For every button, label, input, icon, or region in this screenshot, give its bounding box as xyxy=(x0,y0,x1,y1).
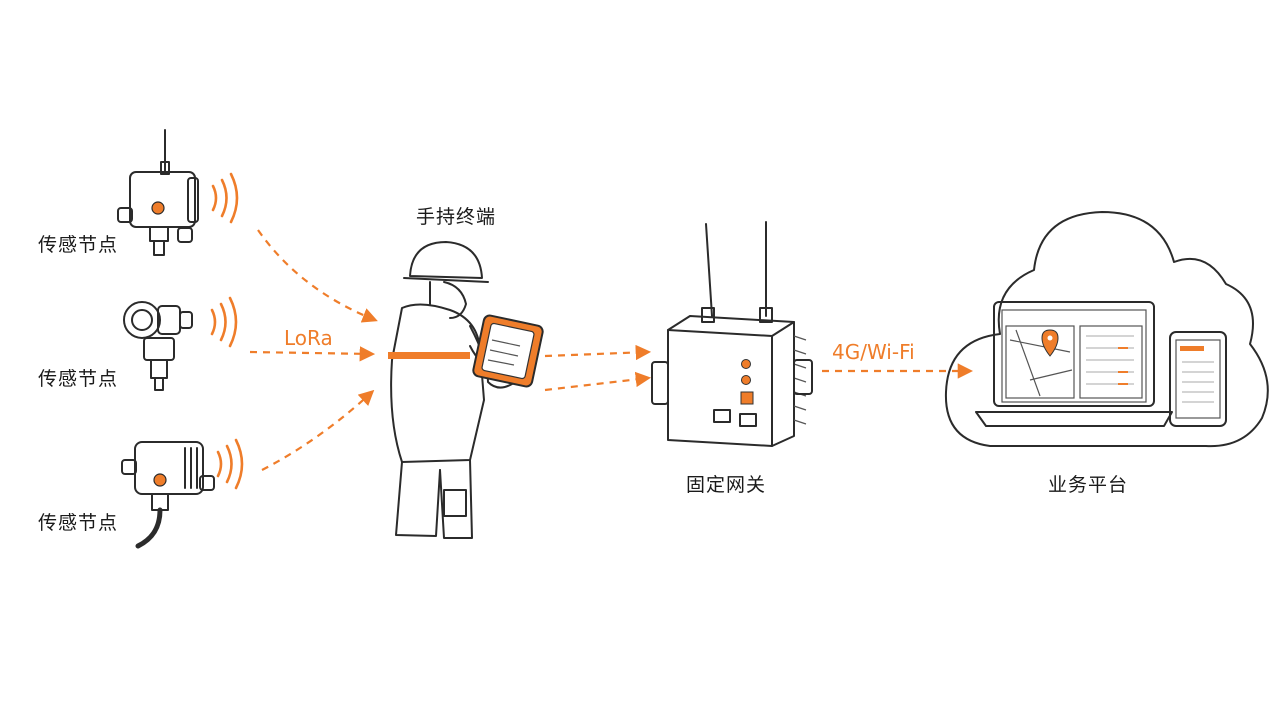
lora-link-3 xyxy=(261,389,375,471)
sensor-node-2-label: 传感节点 xyxy=(38,368,119,390)
sensor-node-1-label: 传感节点 xyxy=(38,234,119,256)
lora-link-1 xyxy=(257,229,378,323)
gateway-platform-link-label: 4G/Wi-Fi xyxy=(832,340,915,364)
handheld-to-gateway-link-1 xyxy=(544,344,652,361)
gateway-label: 固定网关 xyxy=(686,474,767,496)
handheld-worker-icon xyxy=(388,241,544,539)
laptop-icon xyxy=(975,301,1173,427)
sensor-node-2-signal-icon xyxy=(210,296,238,348)
sensor-node-1-icon xyxy=(117,129,199,256)
sensor-node-3-signal-icon xyxy=(216,438,244,490)
gateway-icon xyxy=(651,221,813,447)
sensor-node-3-icon xyxy=(121,441,215,549)
sensor-node-1-signal-icon xyxy=(211,172,239,224)
phone-icon xyxy=(1169,331,1227,427)
lora-link-label: LoRa xyxy=(284,326,333,350)
handheld-to-gateway-link-2 xyxy=(544,371,652,392)
sensor-node-2-icon xyxy=(123,301,193,391)
sensor-node-3-label: 传感节点 xyxy=(38,512,119,534)
lora-link-2 xyxy=(249,346,376,362)
cloud-icon xyxy=(944,211,1269,448)
handheld-label: 手持终端 xyxy=(416,206,497,228)
platform-label: 业务平台 xyxy=(1048,474,1129,496)
